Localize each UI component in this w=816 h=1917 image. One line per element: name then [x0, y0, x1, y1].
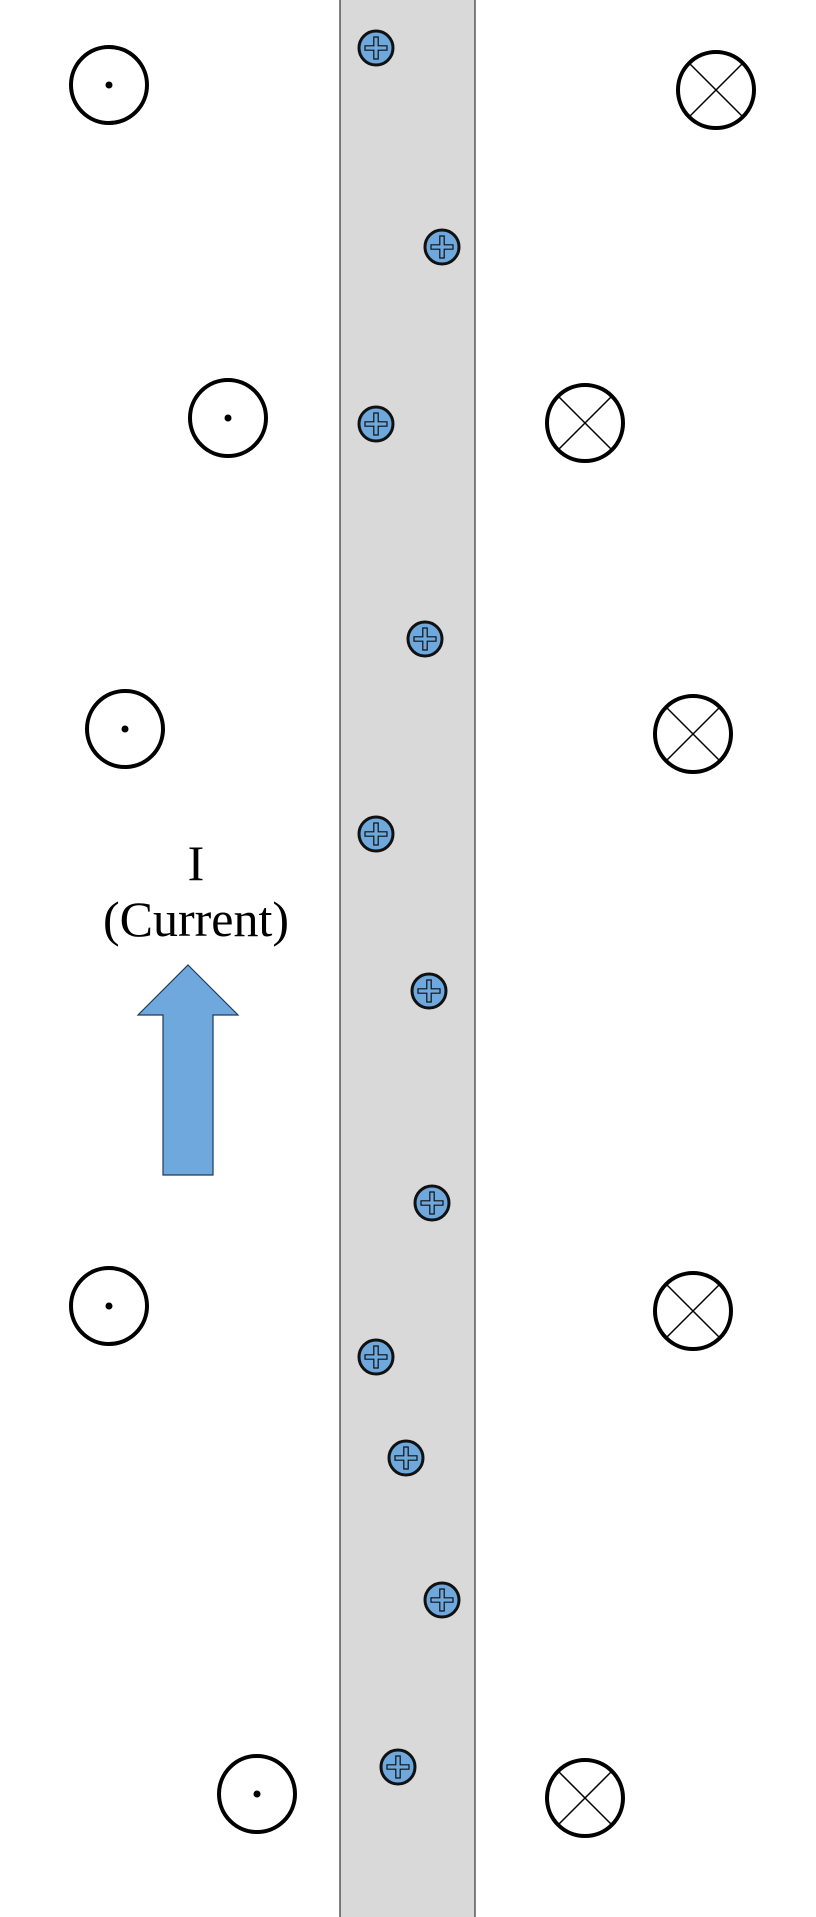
current-symbol-label: I — [188, 835, 205, 891]
field-into-page-icon — [545, 383, 625, 463]
field-out-of-page-icon — [217, 1754, 297, 1834]
field-out-of-page-icon — [85, 689, 165, 769]
positive-charge-icon — [406, 620, 444, 658]
positive-charge-icon — [357, 29, 395, 67]
positive-charge-icon — [357, 405, 395, 443]
positive-charge-icon — [413, 1184, 451, 1222]
positive-charges — [357, 29, 461, 1786]
field-into-page-icon — [545, 1758, 625, 1838]
current-name-label: (Current) — [103, 891, 289, 947]
field-out-of-page-icon — [69, 1266, 149, 1346]
positive-charge-icon — [379, 1748, 417, 1786]
field-out-of-page-icon — [69, 45, 149, 125]
positive-charge-icon — [410, 972, 448, 1010]
field-into-page-markers — [545, 50, 756, 1838]
current-direction-arrow-icon — [136, 964, 240, 1176]
field-into-page-icon — [676, 50, 756, 130]
positive-charge-icon — [423, 228, 461, 266]
wire-strip — [339, 0, 476, 1917]
field-out-of-page-markers — [69, 45, 297, 1834]
positive-charge-icon — [357, 1338, 395, 1376]
field-into-page-icon — [653, 1271, 733, 1351]
field-into-page-icon — [653, 694, 733, 774]
positive-charge-icon — [357, 815, 395, 853]
positive-charge-icon — [387, 1439, 425, 1477]
positive-charge-icon — [423, 1581, 461, 1619]
field-out-of-page-icon — [188, 378, 268, 458]
